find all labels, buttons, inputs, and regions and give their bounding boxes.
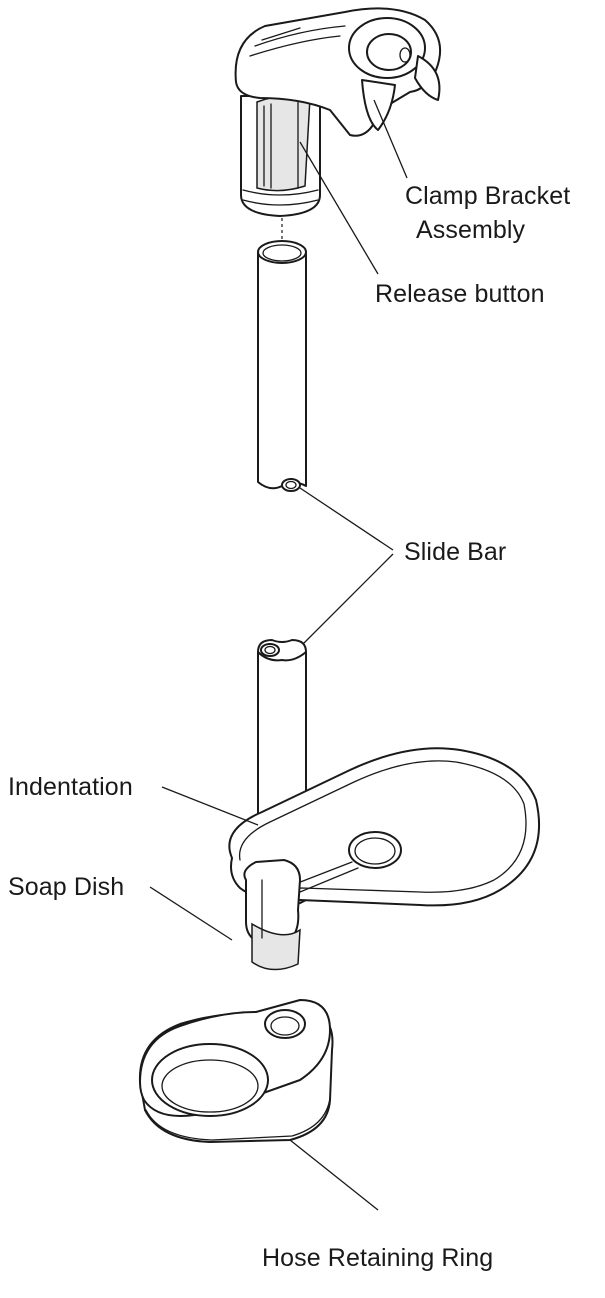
soap-dish-part	[228, 747, 540, 971]
label-slide-bar: Slide Bar	[404, 538, 507, 566]
label-clamp-bracket-line2: Assembly	[416, 215, 525, 245]
clamp-bracket-text-2: Assembly	[416, 216, 526, 244]
label-release-button: Release button	[375, 280, 545, 308]
label-soap-dish: Soap Dish	[8, 873, 125, 901]
leader-clamp-bracket	[373, 99, 408, 179]
slide-bar-upper	[257, 240, 307, 492]
leader-release-button	[299, 141, 379, 275]
leader-indentation	[161, 786, 259, 826]
hose-retaining-ring-part	[138, 999, 334, 1143]
release-button	[256, 95, 311, 192]
leader-slide-bar-upper	[299, 487, 394, 551]
label-clamp-bracket-line1: Clamp Bracket	[405, 181, 570, 211]
leader-lines	[149, 99, 408, 1211]
label-indentation: Indentation	[8, 773, 133, 801]
leader-slide-bar-lower	[302, 553, 394, 645]
leader-hose-retaining-ring	[289, 1139, 379, 1211]
clamp-bracket-assembly	[234, 7, 442, 217]
clamp-bracket-text-1: Clamp Bracket	[405, 182, 571, 210]
label-hose-retaining-ring: Hose Retaining Ring	[262, 1244, 494, 1272]
leader-soap-dish	[149, 886, 233, 941]
